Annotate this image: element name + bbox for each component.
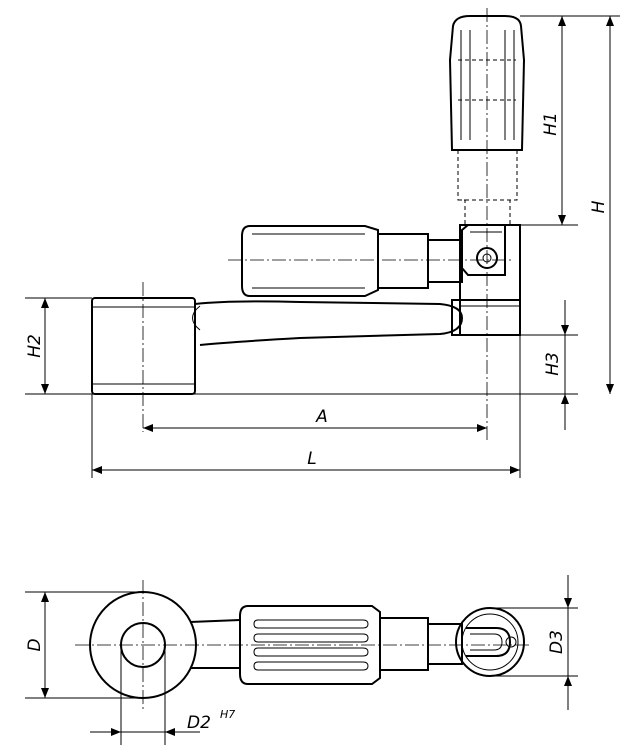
grip-plan: [239, 605, 381, 685]
dim-h2: H2: [25, 298, 49, 394]
dim-h1: H1: [541, 16, 566, 225]
dim-a: A: [143, 407, 487, 432]
svg-text:L: L: [307, 449, 316, 469]
plan-view: D D3 D2 H7: [25, 575, 578, 745]
crank-arm: [91, 297, 464, 395]
svg-text:A: A: [315, 407, 328, 427]
dim-l: L: [92, 449, 520, 474]
svg-text:H7: H7: [220, 708, 235, 721]
svg-text:H3: H3: [543, 352, 563, 376]
vertical-handle-shaft: [457, 150, 518, 225]
dim-h3: H3: [543, 300, 569, 430]
pivot-joint: [461, 224, 506, 276]
end-hub-plan: [455, 607, 525, 677]
dim-h: H: [589, 16, 614, 394]
svg-text:H: H: [589, 200, 609, 213]
svg-text:D: D: [25, 638, 45, 651]
dim-d3: D3: [547, 575, 572, 710]
svg-text:D2: D2: [187, 713, 211, 733]
svg-text:D3: D3: [547, 630, 567, 654]
horizontal-handle-grip: [241, 225, 463, 297]
svg-text:H2: H2: [25, 334, 45, 358]
side-view: H1 H H2 H3 A L: [25, 8, 620, 478]
arm-plan: [189, 619, 241, 669]
dim-d2: D2 H7: [90, 708, 235, 736]
svg-text:H1: H1: [541, 112, 561, 136]
dim-d: D: [25, 592, 49, 698]
shaft-plan: [379, 617, 463, 671]
